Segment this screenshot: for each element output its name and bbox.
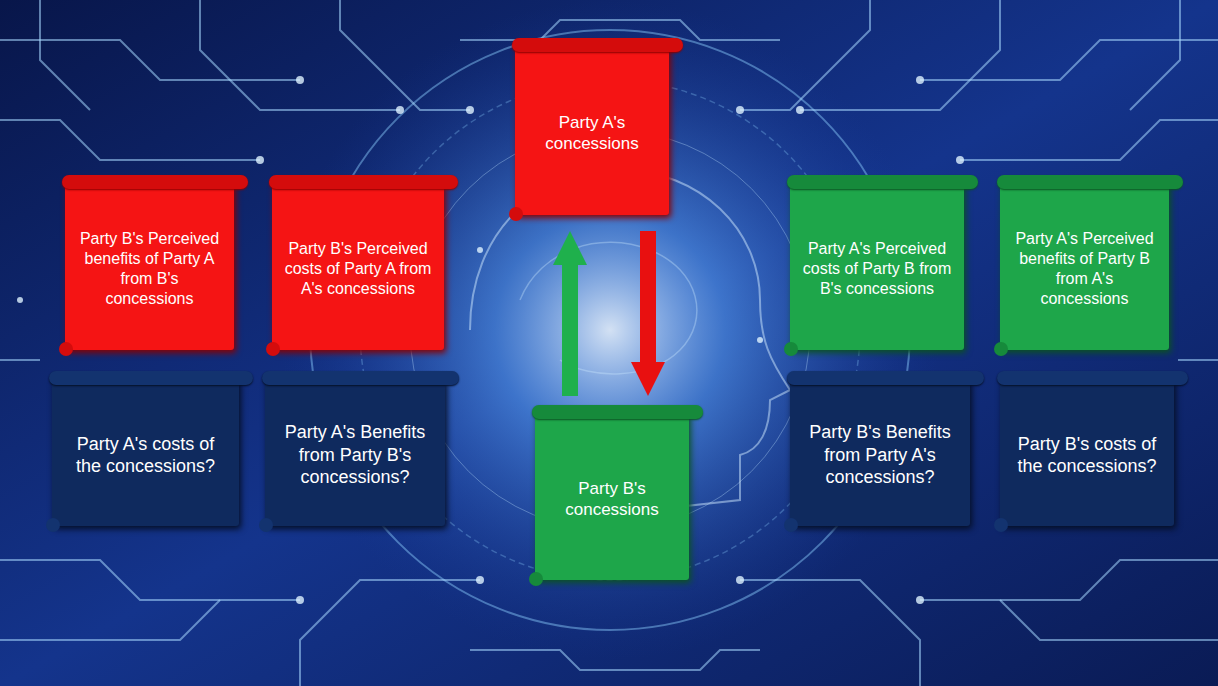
- scroll-curl: [997, 175, 1183, 189]
- circuit-line: [800, 0, 1000, 110]
- scroll-curl: [509, 207, 523, 221]
- scroll-curl: [532, 405, 703, 419]
- scroll-curl: [997, 371, 1188, 385]
- scroll-curl: [994, 518, 1008, 532]
- circuit-line: [340, 0, 470, 110]
- scroll-curl: [512, 38, 683, 52]
- circuit-line: [0, 120, 260, 160]
- question-box: Party A's costs of the concessions?: [52, 378, 239, 526]
- box-text: Party B's Benefits from Party A's conces…: [800, 421, 960, 489]
- circuit-line: [920, 560, 1218, 600]
- scroll-curl: [259, 518, 273, 532]
- question-box: Party B's Benefits from Party A's conces…: [790, 378, 970, 526]
- box-text: Party B's Perceived benefits of Party A …: [75, 229, 224, 309]
- circuit-dot: [796, 106, 804, 114]
- circuit-line: [920, 40, 1218, 80]
- box-text: Party B's costs of the concessions?: [1010, 433, 1164, 478]
- circuit-dot: [736, 576, 744, 584]
- box-text: Party B's concessions: [545, 478, 679, 521]
- block-arrow: [640, 231, 656, 362]
- circuit-line: [40, 0, 90, 110]
- circuit-dot: [256, 156, 264, 164]
- circuit-line: [740, 0, 870, 110]
- circuit-line: [460, 20, 780, 40]
- scroll-curl: [784, 342, 798, 356]
- scroll-curl: [784, 518, 798, 532]
- concession-box: Party A's concessions: [515, 45, 669, 215]
- scroll-curl: [49, 371, 253, 385]
- block-arrow: [562, 265, 578, 396]
- question-box: Party A's Benefits from Party B's conces…: [265, 378, 445, 526]
- circuit-line: [1130, 0, 1180, 110]
- circuit-line: [960, 120, 1218, 160]
- circuit-line: [300, 580, 480, 686]
- box-text: Party A's costs of the concessions?: [62, 433, 229, 478]
- circuit-dot: [296, 596, 304, 604]
- scroll-curl: [994, 342, 1008, 356]
- circuit-dot: [17, 297, 23, 303]
- circuit-dot: [296, 76, 304, 84]
- circuit-line: [1178, 359, 1218, 361]
- box-text: Party A's Perceived costs of Party B fro…: [800, 239, 954, 299]
- circuit-dot: [757, 337, 763, 343]
- scroll-curl: [529, 572, 543, 586]
- circuit-dot: [396, 106, 404, 114]
- perception-box: Party B's Perceived benefits of Party A …: [65, 182, 234, 350]
- brain-outline: [520, 242, 697, 374]
- perception-box: Party A's Perceived costs of Party B fro…: [790, 182, 964, 350]
- circuit-line: [200, 0, 400, 110]
- circuit-dot: [477, 247, 483, 253]
- circuit-line: [0, 560, 300, 600]
- circuit-line: [740, 580, 920, 686]
- scroll-curl: [787, 371, 984, 385]
- box-text: Party B's Perceived costs of Party A fro…: [282, 239, 434, 299]
- scroll-curl: [262, 371, 459, 385]
- circuit-dot: [916, 76, 924, 84]
- scroll-curl: [46, 518, 60, 532]
- circuit-dot: [916, 596, 924, 604]
- scroll-curl: [269, 175, 458, 189]
- scroll-curl: [59, 342, 73, 356]
- circuit-line: [0, 359, 40, 361]
- concession-box: Party B's concessions: [535, 412, 689, 580]
- circuit-dot: [956, 156, 964, 164]
- head-profile: [470, 170, 790, 560]
- circuit-dot: [466, 106, 474, 114]
- scroll-curl: [266, 342, 280, 356]
- scroll-curl: [62, 175, 248, 189]
- scroll-curl: [787, 175, 978, 189]
- circuit-line: [0, 40, 300, 80]
- perception-box: Party A's Perceived benefits of Party B …: [1000, 182, 1169, 350]
- box-text: Party A's Benefits from Party B's conces…: [275, 421, 435, 489]
- question-box: Party B's costs of the concessions?: [1000, 378, 1174, 526]
- box-text: Party A's Perceived benefits of Party B …: [1010, 229, 1159, 309]
- circuit-line: [1000, 600, 1218, 640]
- circuit-line: [0, 600, 220, 640]
- circuit-line: [470, 650, 760, 670]
- circuit-dot: [476, 576, 484, 584]
- circuit-dot: [736, 106, 744, 114]
- perception-box: Party B's Perceived costs of Party A fro…: [272, 182, 444, 350]
- box-text: Party A's concessions: [525, 112, 659, 155]
